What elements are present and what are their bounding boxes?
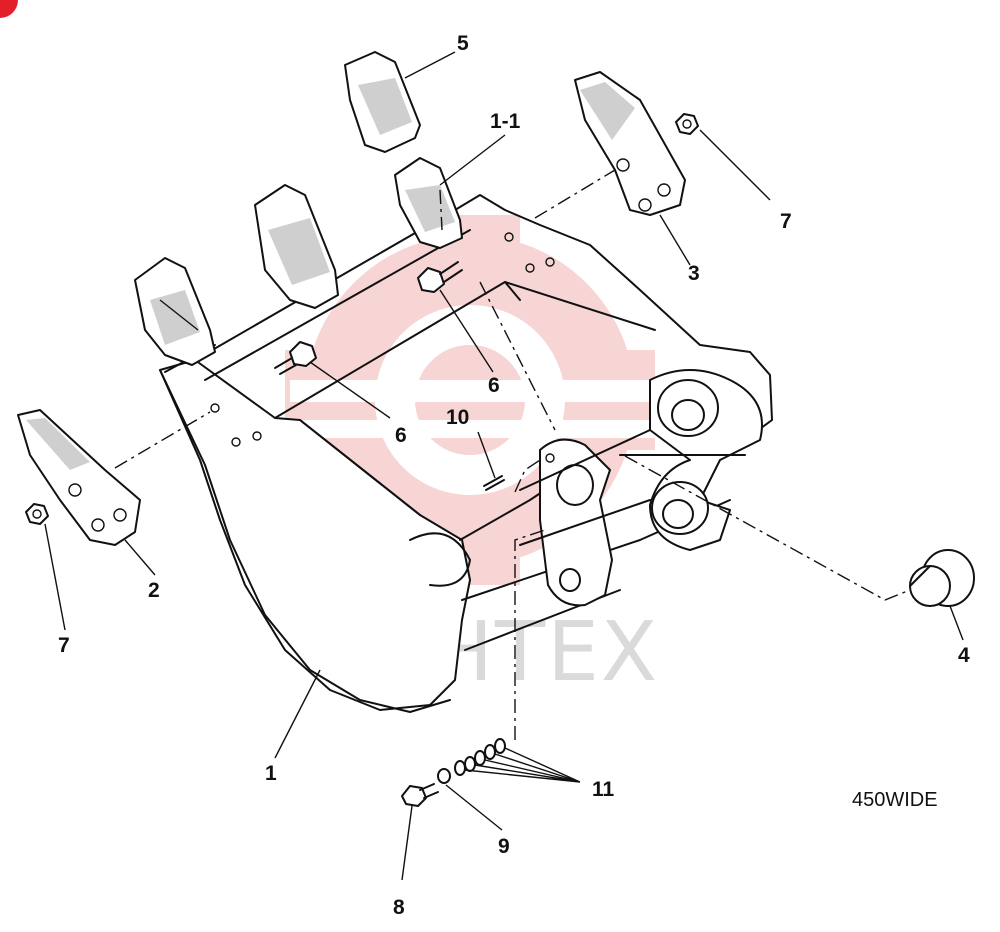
callout-10: 10	[446, 406, 469, 429]
shims-11	[454, 738, 506, 776]
nut-7-right	[675, 113, 699, 135]
callout-2: 2	[148, 579, 160, 602]
callout-7-right: 7	[780, 210, 792, 233]
callout-6-left: 6	[395, 424, 407, 447]
bolt-6-right	[417, 261, 463, 293]
callout-5: 5	[457, 32, 469, 55]
callout-8: 8	[393, 896, 405, 919]
bolt-8	[401, 783, 439, 807]
callout-6-right: 6	[488, 374, 500, 397]
spring-pin-10	[483, 475, 505, 491]
leader-lines	[44, 51, 964, 881]
callout-4: 4	[958, 644, 970, 667]
callout-11: 11	[592, 778, 615, 801]
model-label: 450WIDE	[852, 789, 938, 811]
callout-1-1: 1-1	[490, 110, 521, 133]
side-cutter-2	[17, 409, 141, 546]
bushing-4	[909, 549, 975, 607]
bucket-teeth	[134, 51, 463, 366]
nut-7-left	[25, 503, 49, 525]
bucket-body	[159, 194, 773, 713]
callout-1: 1	[265, 762, 277, 785]
callout-3: 3	[688, 262, 700, 285]
callout-9: 9	[498, 835, 510, 858]
corner-mark	[0, 0, 18, 18]
washer-9	[437, 768, 451, 784]
bolt-6-left	[274, 341, 317, 375]
center-lines	[114, 169, 911, 740]
callout-7-left: 7	[58, 634, 70, 657]
side-cutter-3	[574, 71, 686, 216]
